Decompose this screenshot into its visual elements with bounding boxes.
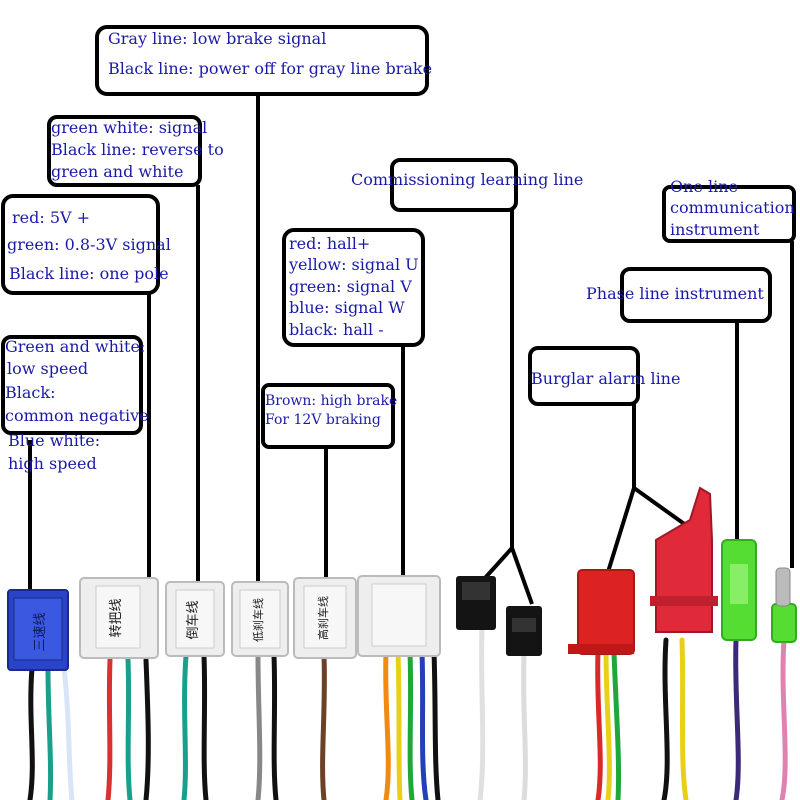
connector-burglar (577, 569, 635, 655)
connector-tag: 低刹车线 (251, 598, 265, 642)
label-line: common negative (5, 406, 149, 425)
connector-tag: 三速线 (33, 612, 48, 651)
wire (477, 625, 486, 800)
label-line: blue: signal W (289, 298, 405, 317)
wire (383, 649, 391, 800)
label-line: Green and white: (5, 337, 146, 356)
label-line: Black line: reverse to (51, 140, 224, 159)
wire (395, 649, 403, 800)
label-line: Gray line: low brake signal (108, 29, 327, 48)
callout-box-hall (282, 228, 425, 347)
wire (733, 637, 741, 800)
label-line: Black: (5, 383, 56, 402)
label-line: red: 5V + (12, 208, 91, 227)
callout-box-one-line (662, 185, 796, 243)
connector-tag: 转把线 (109, 598, 124, 637)
wire (419, 649, 429, 800)
callout-box-phase-line (620, 267, 772, 323)
label-line: Black line: power off for gray line brak… (108, 59, 433, 78)
label-line: communication (670, 198, 795, 217)
label-line: green: 0.8-3V signal (7, 235, 171, 254)
leader-branch-burglar (606, 484, 692, 573)
label-line: high speed (8, 454, 97, 473)
wire (431, 649, 441, 800)
connector-tags: 三速线 转把线 倒车线 低刹车线 高刹车线 (33, 596, 330, 652)
leader-lines (28, 94, 794, 605)
wire (143, 657, 151, 800)
wire (595, 649, 603, 800)
label-line: For 12V braking (265, 412, 381, 428)
label-line: Brown: high brake (265, 393, 398, 409)
wires (27, 625, 788, 800)
wire (679, 637, 689, 800)
wire (201, 653, 209, 800)
label-line: yellow: signal U (289, 255, 419, 274)
callout-box-burglar (528, 346, 640, 406)
callout-box-gray-line (95, 25, 429, 96)
label-line: red: hall+ (289, 234, 371, 253)
callout-box-commissioning (390, 158, 518, 212)
callout-box-red-5v (1, 194, 160, 295)
wire (779, 637, 788, 800)
leader-branch-commissioning (474, 544, 534, 605)
label-line: green white: signal (51, 118, 208, 137)
wire (603, 649, 612, 800)
label-line: Phase line instrument (586, 284, 764, 303)
wire (61, 665, 75, 800)
label-line: black: hall - (289, 320, 384, 339)
wire (27, 665, 35, 800)
wire (125, 657, 133, 800)
wire (521, 652, 528, 800)
wire (407, 649, 415, 800)
label-line: One line (670, 177, 738, 196)
wire (661, 637, 670, 800)
label-line: Black line: one pole (9, 264, 169, 283)
callout-box-speed (1, 335, 143, 435)
callout-box-green-white-signal (47, 115, 202, 187)
label-line: low speed (7, 359, 89, 378)
label-line: instrument (670, 220, 760, 239)
connectors (7, 486, 797, 671)
label-line: Burglar alarm line (531, 369, 681, 388)
wire (45, 665, 54, 800)
label-line: green: signal V (289, 277, 412, 296)
connector-tag: 倒车线 (185, 600, 201, 639)
wire (105, 657, 113, 800)
label-line: green and white (51, 162, 184, 181)
wire (611, 649, 622, 800)
wire (320, 653, 327, 800)
wire (181, 653, 189, 800)
label-line: Commissioning learning line (351, 170, 584, 189)
wire (255, 653, 263, 800)
connector-bullet (771, 603, 797, 643)
label-line: Blue white: (8, 431, 101, 450)
connector-tag: 高刹车线 (316, 596, 330, 640)
wire (271, 653, 279, 800)
